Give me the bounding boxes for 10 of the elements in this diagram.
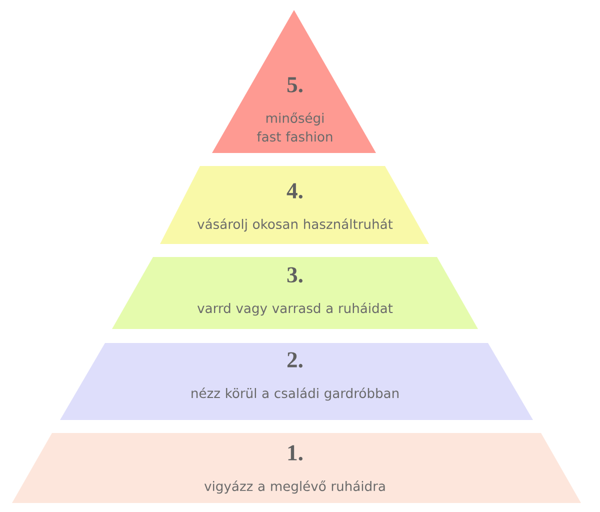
level-number: 5. [287,77,302,92]
level-number: 3. [287,267,302,283]
level-label: vigyázz a meglévő ruháidra [204,480,385,494]
level-label: varrd vagy varrasd a ruháidat [197,302,393,316]
level-label: nézz körül a családi gardróbban [192,388,398,401]
level-number: 4. [286,183,302,198]
level-label: vásárolj okosan használtruhát [197,218,393,232]
level-number: 2. [287,352,302,368]
level-label: minőségi fast fashion [257,112,332,142]
level-number: 1. [288,445,302,461]
